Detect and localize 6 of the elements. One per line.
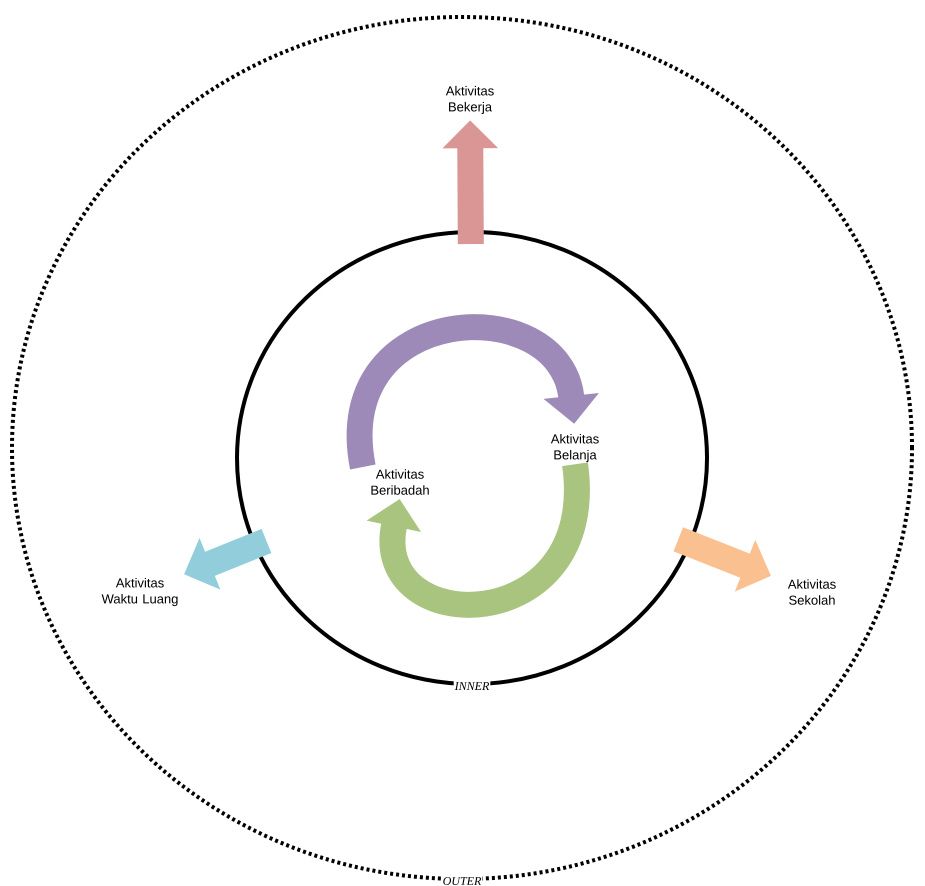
activity-label: Aktivitas Waktu Luang <box>102 578 178 606</box>
activity-label: Aktivitas Sekolah <box>788 579 836 605</box>
activity-label: Aktivitas Belanja <box>550 434 599 462</box>
arrow <box>366 464 590 618</box>
activity-label: Aktivitas Bekerja <box>446 86 494 114</box>
activity-label: Aktivitas Beribadah <box>371 469 429 495</box>
